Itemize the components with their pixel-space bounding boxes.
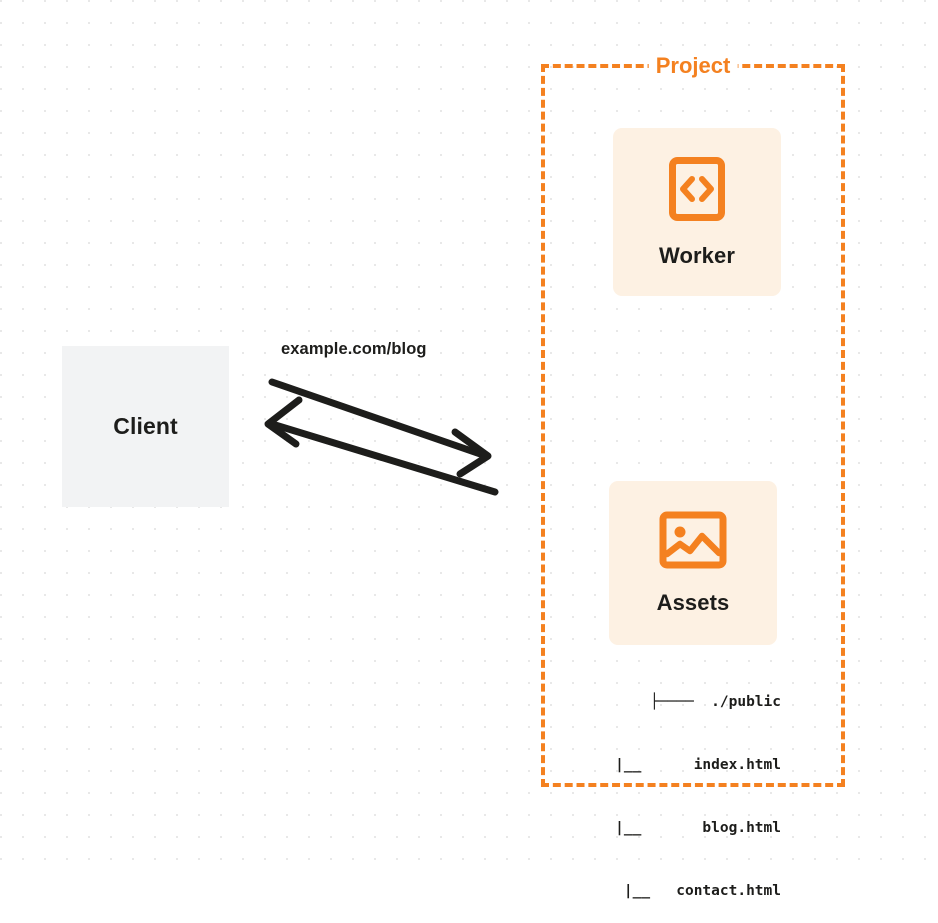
assets-label: Assets <box>656 589 730 615</box>
tree-line: |__ contact.html <box>623 883 781 899</box>
code-brackets-icon <box>668 156 726 227</box>
client-label: Client <box>113 413 178 439</box>
node-client[interactable]: Client <box>62 346 229 507</box>
tree-line: ├──── ./public <box>650 694 781 710</box>
project-boundary: Project <box>541 53 845 787</box>
image-icon <box>659 511 727 574</box>
node-assets[interactable]: Assets <box>609 481 777 645</box>
tree-line: |__ index.html <box>615 757 781 773</box>
connector-layer <box>264 378 499 496</box>
worker-label: Worker <box>659 242 735 268</box>
node-worker[interactable]: Worker <box>613 128 781 296</box>
tree-line: |__ blog.html <box>615 820 781 836</box>
project-label: Project <box>648 53 738 79</box>
request-arrow <box>268 378 492 478</box>
response-arrow <box>264 396 499 496</box>
connection-label: example.com/blog <box>281 340 427 358</box>
assets-file-tree: ├──── ./public |__ index.html |__ blog.h… <box>589 650 781 923</box>
